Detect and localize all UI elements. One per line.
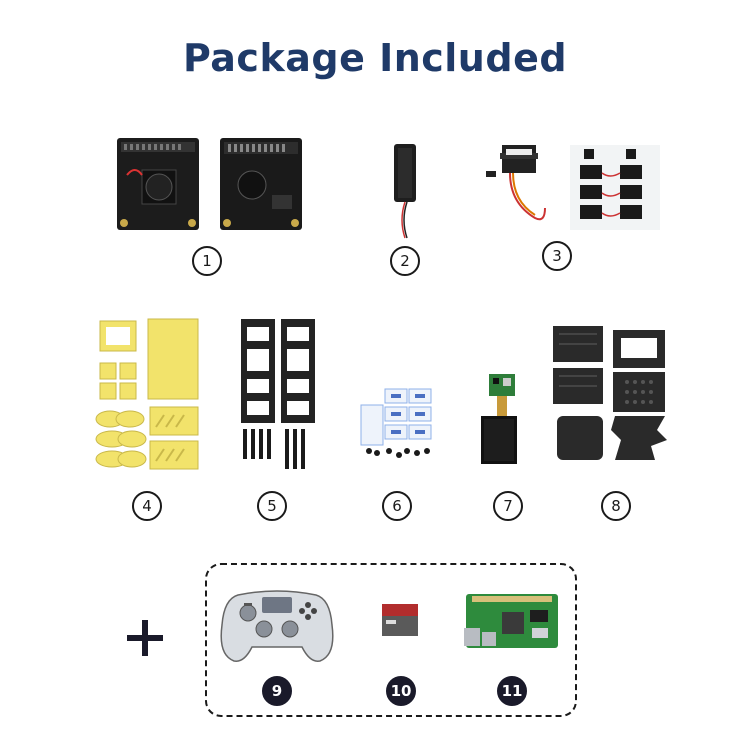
item-servos-image [480,135,665,235]
item-badge-3: 3 [542,241,572,271]
plus-icon [125,618,165,658]
item-badge-1: 1 [192,246,222,276]
item-badge-7: 7 [493,491,523,521]
optional-items-box [205,563,577,717]
item-badge-10: 10 [386,676,416,706]
item-screw-packs-image [355,385,440,465]
item-badge-5: 5 [257,491,287,521]
item-badge-8: 8 [601,491,631,521]
item-badge-11: 11 [497,676,527,706]
page-title: Package Included [182,36,568,80]
item-sd-card-image [378,600,422,640]
item-badge-2: 2 [390,246,420,276]
item-raspberry-pi-image [462,588,562,652]
item-gamepad-image [218,583,336,665]
item-yellow-acrylic-image [90,315,205,475]
item-cooling-fan-image [390,140,420,240]
item-badge-4: 4 [132,491,162,521]
item-lcd-display-image [475,370,525,470]
item-black-printed-parts-image [547,320,672,470]
item-carbon-frame-image [237,315,322,475]
item-driver-boards-image [112,135,312,235]
item-badge-9: 9 [262,676,292,706]
item-badge-6: 6 [382,491,412,521]
